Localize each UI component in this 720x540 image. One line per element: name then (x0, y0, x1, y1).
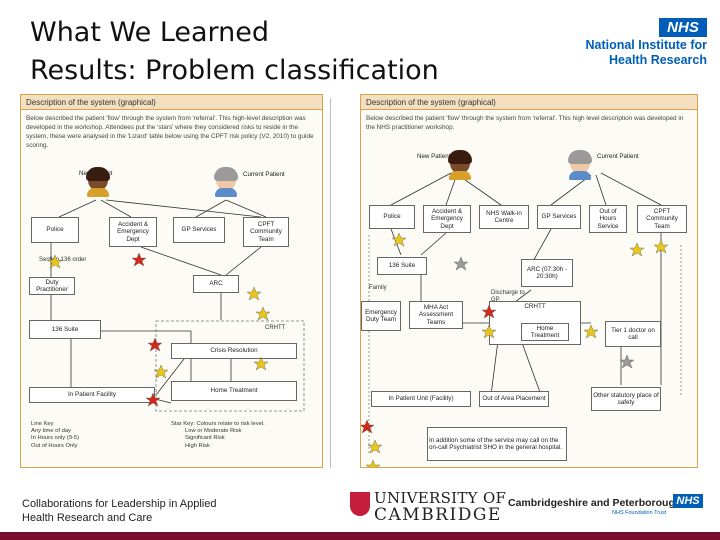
left-risk-stars (47, 252, 271, 407)
discharge-note: Discharge to GP (491, 290, 525, 303)
cpft-nhs-badge: NHS (673, 494, 703, 508)
nihr-line-1: National Institute for (585, 38, 707, 52)
line-key-any: Any time of day (31, 428, 71, 435)
gp-box: GP Services (173, 217, 225, 243)
current-patient-figure (213, 167, 239, 197)
new-patient-label: New Patient (417, 153, 451, 160)
new-patient-label: New Patient (79, 170, 113, 177)
new-patient-figure (447, 150, 473, 180)
ae-box: Accident & Emergency Dept (423, 205, 471, 233)
statutory-box: Other statutory place of safety (591, 387, 661, 411)
cambridge-line-1: UNIVERSITY OF (374, 489, 507, 507)
ae-box: Accident & Emergency Dept (109, 217, 157, 247)
arc-box: ARC (193, 275, 239, 293)
panel-divider (330, 98, 331, 468)
nhs-badge: NHS (659, 18, 707, 37)
mha-box: MHA Act Assessment Teams (409, 301, 463, 329)
slide-title: What We Learned Results: Problem classif… (30, 14, 550, 90)
home-box: Home Treatment (171, 381, 297, 401)
cambridge-line-2: CAMBRIDGE (374, 505, 502, 525)
current-patient-figure (567, 150, 593, 180)
inpatient-box: In Patient Unit (Facility) (371, 391, 471, 407)
duty-box: Duty Practitioner (29, 277, 75, 295)
cpft-box: CPFT Community Team (637, 205, 687, 233)
family-note: Family (369, 285, 387, 291)
home-treatment-box: Home Treatment (521, 323, 569, 341)
line-key-title: Line Key (31, 421, 54, 427)
nihr-name: National Institute for Health Research (585, 38, 707, 68)
left-diagram-panel: Description of the system (graphical) Be… (20, 94, 323, 468)
new-patient-figure (85, 167, 111, 197)
cpft-trust-text: NHS Foundation Trust (612, 510, 667, 516)
inpatient-box: In Patient Facility (29, 387, 155, 403)
footer-bar (0, 532, 720, 540)
current-patient-label: Current Patient (243, 171, 285, 178)
line-key: Line Key Any time of day In Hours only (… (31, 421, 79, 450)
clahrc-logo-text: Collaborations for Leadership in Applied… (22, 497, 322, 527)
crhtt-label: CRHTT (524, 303, 546, 310)
star-key-high: High Risk (185, 442, 210, 449)
right-risk-stars (361, 232, 669, 467)
tier-one-box: Tier 1 doctor on call (605, 321, 661, 347)
cambridge-logo-text: UNIVERSITY OF CAMBRIDGE (374, 489, 507, 525)
suite-box: 136 Suite (377, 257, 427, 275)
title-line-2: Results: Problem classification (30, 55, 439, 86)
line-key-out-hours: Out of Hours Only (31, 442, 78, 449)
star-key: Star Key: Colours relate to risk level. … (171, 421, 265, 450)
arc-box: ARC (07:30h - 20:30h) (521, 259, 573, 287)
line-key-in-hours: In Hours only (9-5) (31, 435, 80, 442)
left-flow-lines (50, 199, 305, 412)
suite-box: 136 Suite (29, 320, 101, 339)
nihr-logo: NHS National Institute for Health Resear… (572, 18, 707, 68)
star-key-low: Low or Moderate Risk (185, 428, 242, 435)
nihr-line-2: Health Research (609, 53, 707, 67)
current-patient-label: Current Patient (597, 153, 639, 160)
star-key-significant: Significant Risk (185, 435, 225, 442)
crhtt-label: CRHTT (265, 325, 286, 331)
section-note: Section 136 order (39, 257, 87, 263)
right-panel-description: Below described the patient 'flow' throu… (366, 115, 684, 131)
ooh-box: Out of Hours Service (589, 205, 627, 233)
clahrc-line-2: Health Research and Care (22, 512, 153, 524)
cambridge-crest-icon (350, 492, 370, 516)
police-box: Police (31, 217, 79, 243)
clahrc-line-1: Collaborations for Leadership in Applied (22, 498, 217, 510)
out-of-area-box: Out of Area Placement (479, 391, 549, 407)
left-panel-description: Below described the patient 'flow' throu… (26, 115, 314, 149)
cpft-logo-text: Cambridgeshire and Peterborough (508, 497, 682, 509)
walkin-box: NHS Walk-in Centre (479, 205, 529, 229)
cpft-box: CPFT Community Team (243, 217, 289, 247)
right-diagram-panel: Description of the system (graphical) Be… (360, 94, 698, 468)
gp-box: GP Services (537, 205, 581, 229)
general-hospital-note: In addition some of the service may call… (427, 427, 567, 461)
star-key-title: Star Key: Colours relate to risk level. (171, 421, 265, 427)
right-panel-heading: Description of the system (graphical) (361, 95, 697, 110)
crisis-box: Crisis Resolution (171, 343, 297, 359)
left-panel-heading: Description of the system (graphical) (21, 95, 322, 110)
emergency-duty-box: Emergency Duty Team (361, 301, 401, 331)
police-box: Police (369, 205, 415, 229)
title-line-1: What We Learned (30, 17, 270, 48)
right-flow-lines (368, 172, 682, 455)
